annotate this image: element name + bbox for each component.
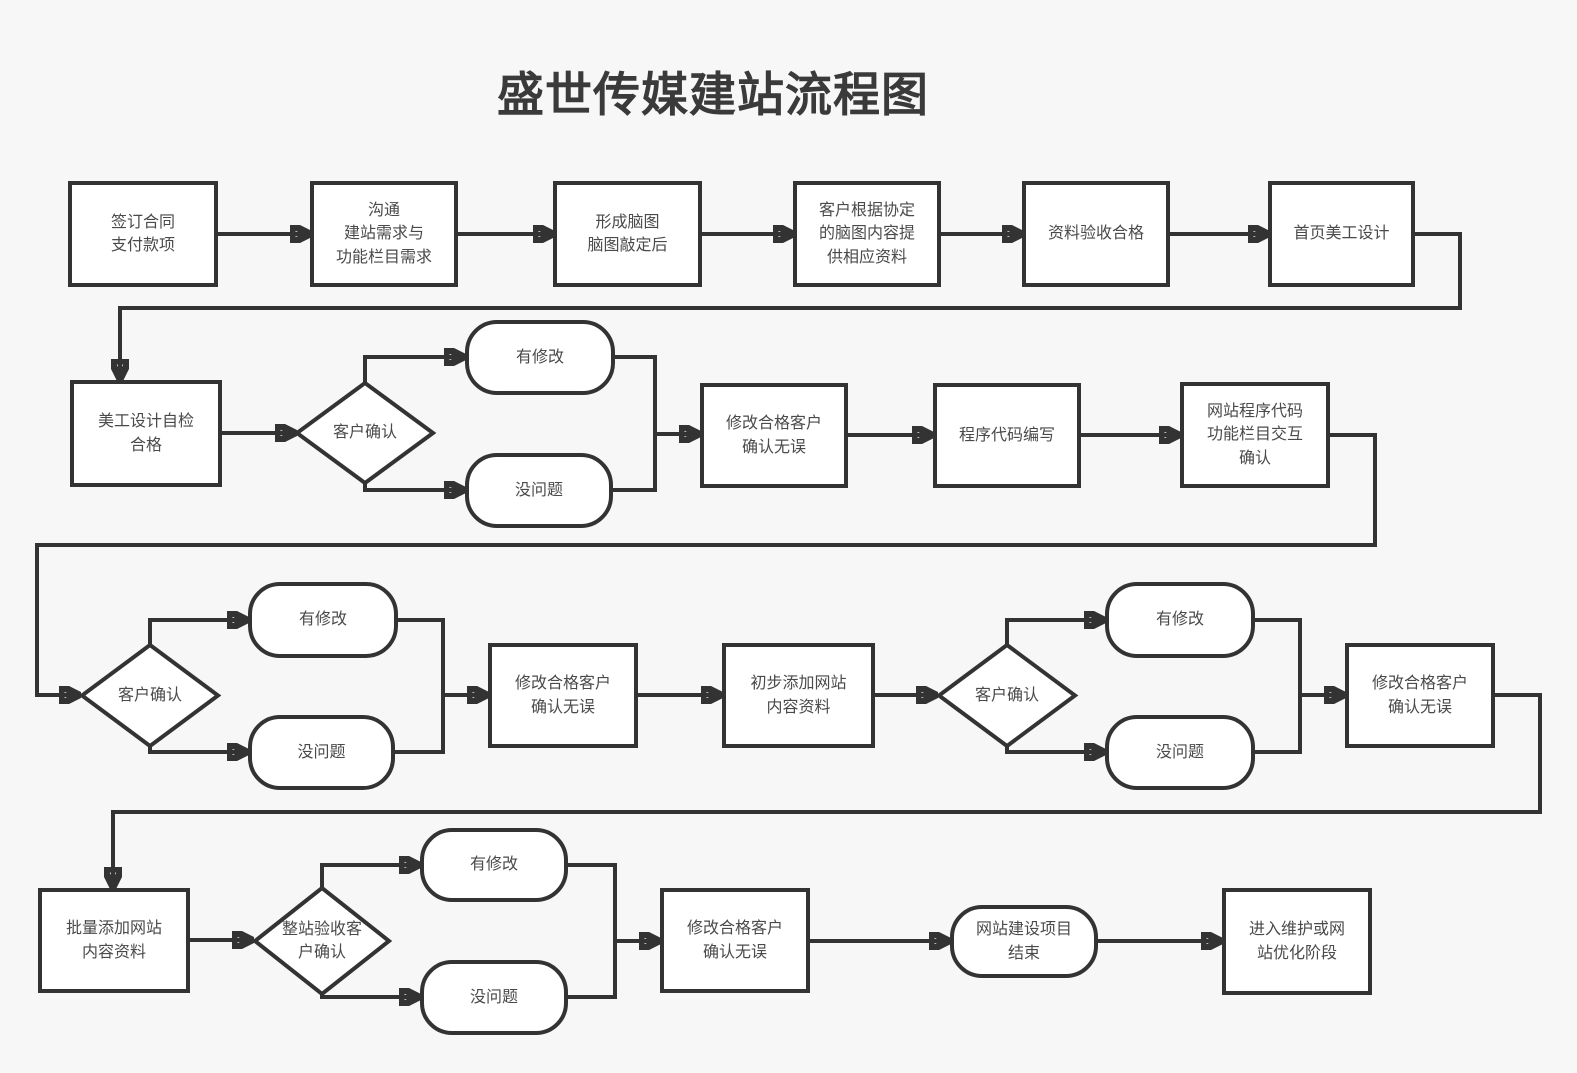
diamond-shape (251, 885, 393, 997)
diamond-shape (293, 380, 437, 486)
connector-r3-branch2-top (1005, 620, 1104, 645)
node-label: 没问题 (469, 988, 518, 1006)
node-label: 有修改 (515, 348, 564, 366)
node-label: 没问题 (1155, 743, 1204, 761)
node-label: 客户确认 (332, 424, 397, 442)
node-label: 没问题 (297, 743, 346, 761)
node-client-confirm-2: 客户确认 (78, 642, 222, 749)
diamond-shape (935, 642, 1079, 749)
node-revised-ok-4: 修改合格客户 确认无误 (660, 888, 810, 993)
node-label: 资料验收合格 (1047, 225, 1144, 243)
connector-r4-merge (568, 863, 617, 999)
node-no-problem-3: 没问题 (1105, 715, 1255, 790)
node-label: 初步添加网站 内容资料 (750, 675, 847, 716)
node-label: 有修改 (1155, 611, 1204, 629)
node-no-problem-4: 没问题 (420, 960, 568, 1035)
node-client-provide-materials: 客户根据协定 的脑图内容提 供相应资料 (793, 181, 941, 287)
node-label: 进入维护或网 站优化阶段 (1248, 921, 1345, 962)
node-has-changes-4: 有修改 (420, 828, 568, 902)
connector-wrap-2 (35, 433, 1377, 695)
node-has-changes-2: 有修改 (248, 582, 398, 658)
node-label: 修改合格客户 确认无误 (1371, 675, 1468, 716)
node-client-confirm-3: 客户确认 (935, 642, 1079, 749)
node-revised-ok-1: 修改合格客户 确认无误 (700, 383, 848, 488)
node-label: 网站建设项目 结束 (975, 921, 1072, 962)
node-design-self-check: 美工设计自检 合格 (70, 380, 222, 487)
node-code-writing: 程序代码编写 (933, 383, 1081, 488)
page-title: 盛世传媒建站流程图 (497, 68, 929, 121)
node-label: 程序代码编写 (958, 426, 1055, 444)
diamond-shape (78, 642, 222, 749)
node-form-mindmap: 形成脑图 脑图敲定后 (553, 181, 702, 287)
node-label: 修改合格客户 确认无误 (725, 415, 822, 456)
node-revised-ok-3: 修改合格客户 确认无误 (1345, 643, 1495, 748)
node-communicate-needs: 沟通 建站需求与 功能栏目需求 (310, 181, 458, 287)
connector-r4-branch-top (320, 865, 419, 888)
node-label: 客户确认 (974, 686, 1039, 704)
node-label: 客户根据协定 的脑图内容提 供相应资料 (818, 202, 915, 266)
node-initial-content: 初步添加网站 内容资料 (722, 643, 875, 748)
node-label: 沟通 建站需求与 功能栏目需求 (335, 202, 432, 266)
node-sign-contract: 签订合同 支付款项 (68, 181, 218, 287)
node-maintenance-phase: 进入维护或网 站优化阶段 (1222, 888, 1372, 995)
node-no-problem-2: 没问题 (248, 715, 395, 790)
node-has-changes-1: 有修改 (465, 320, 615, 395)
node-label: 批量添加网站 内容资料 (65, 920, 162, 961)
connector-r3-merge1 (395, 618, 445, 754)
connector-r2-merge (613, 355, 657, 492)
node-revised-ok-2: 修改合格客户 确认无误 (488, 643, 638, 748)
node-full-site-acceptance: 整站验收客 户确认 (251, 885, 393, 997)
node-label: 有修改 (298, 611, 347, 629)
node-label: 修改合格客户 确认无误 (514, 675, 611, 716)
node-homepage-design: 首页美工设计 (1268, 181, 1415, 287)
node-label: 美工设计自检 合格 (97, 413, 194, 454)
connector-wrap-1 (120, 232, 1462, 379)
node-batch-content: 批量添加网站 内容资料 (38, 888, 190, 993)
node-label: 整站验收客 户确认 (281, 920, 362, 961)
node-label: 客户确认 (117, 686, 182, 704)
node-label: 首页美工设计 (1293, 225, 1390, 243)
node-no-problem-1: 没问题 (465, 453, 613, 528)
node-label: 形成脑图 脑图敲定后 (587, 213, 668, 254)
node-label: 网站程序代码 功能栏目交互 确认 (1206, 403, 1303, 467)
node-label: 没问题 (514, 481, 563, 499)
connector-wrap-3 (113, 693, 1542, 887)
node-project-end: 网站建设项目 结束 (950, 905, 1098, 978)
node-materials-accepted: 资料验收合格 (1022, 181, 1170, 287)
connector-r2-branch-top (363, 357, 464, 383)
node-label: 修改合格客户 确认无误 (686, 920, 783, 961)
node-has-changes-3: 有修改 (1105, 582, 1255, 658)
node-label: 签订合同 支付款项 (110, 213, 175, 254)
node-code-interaction-confirm: 网站程序代码 功能栏目交互 确认 (1180, 382, 1330, 488)
node-label: 有修改 (469, 856, 518, 874)
connector-r3-merge2 (1255, 618, 1302, 754)
node-client-confirm-1: 客户确认 (293, 380, 437, 486)
connector-r3-branch1-top (148, 620, 247, 645)
